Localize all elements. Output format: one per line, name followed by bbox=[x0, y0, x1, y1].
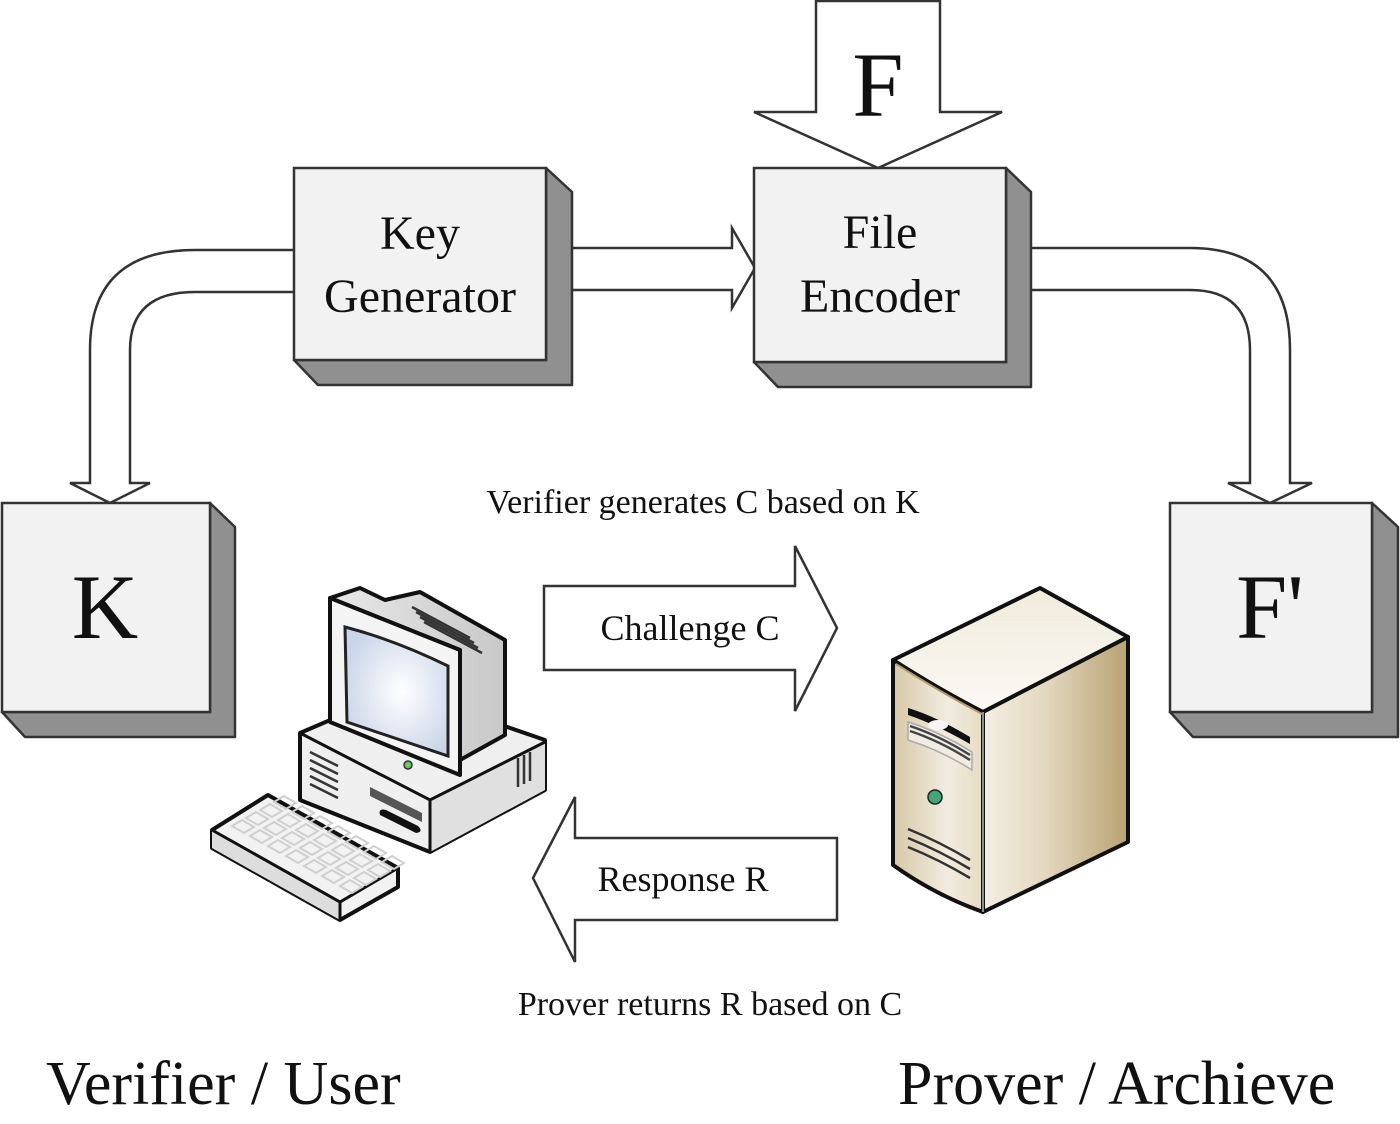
challenge-arrow: Challenge C bbox=[542, 545, 839, 712]
keyboard-key bbox=[272, 794, 298, 811]
encoded-file-box: F' bbox=[1168, 501, 1400, 739]
server-tower-icon bbox=[891, 586, 1130, 914]
challenge-label: Challenge C bbox=[601, 608, 780, 648]
keyboard-key bbox=[258, 802, 284, 819]
keyboard-key bbox=[244, 810, 270, 827]
keyboard-key bbox=[326, 824, 352, 841]
file-input-label: F bbox=[852, 34, 903, 136]
key-box: K bbox=[0, 501, 237, 739]
keyboard-key bbox=[302, 858, 328, 875]
keyboard-key bbox=[348, 852, 374, 869]
keyboard-key bbox=[316, 850, 342, 867]
key-label: K bbox=[72, 556, 138, 658]
keyboard-key bbox=[380, 854, 406, 871]
file-encoder-to-encoded-file-arrow bbox=[1018, 246, 1313, 505]
keyboard-key bbox=[294, 822, 320, 839]
keyboard-key bbox=[320, 868, 346, 885]
file-encoder-label-line2: Encoder bbox=[800, 270, 960, 323]
keyboard-key bbox=[266, 838, 292, 855]
verifier-party-label: Verifier / User bbox=[46, 1050, 401, 1118]
response-caption: Prover returns R based on C bbox=[518, 986, 902, 1023]
keyboard-keys bbox=[230, 794, 406, 895]
keyboard-key bbox=[330, 842, 356, 859]
keyboard-key bbox=[290, 804, 316, 821]
response-label: Response R bbox=[598, 859, 769, 899]
keyboard-key bbox=[366, 862, 392, 879]
file-encoder-box: File Encoder bbox=[752, 166, 1033, 389]
challenge-caption: Verifier generates C based on K bbox=[486, 484, 920, 521]
keyboard-key bbox=[276, 812, 302, 829]
key-generator-to-file-encoder-arrow bbox=[558, 223, 757, 313]
keyboard-key bbox=[284, 848, 310, 865]
keyboard-key bbox=[248, 828, 274, 845]
keyboard-key bbox=[312, 832, 338, 849]
keyboard-key bbox=[344, 834, 370, 851]
keyboard-key bbox=[362, 844, 388, 861]
key-generator-box: Key Generator bbox=[292, 166, 574, 387]
prover-party-label: Prover / Archieve bbox=[898, 1050, 1335, 1118]
keyboard-key bbox=[280, 830, 306, 847]
key-generator-label-line1: Key bbox=[380, 207, 460, 260]
keyboard-key bbox=[262, 820, 288, 837]
response-arrow: Response R bbox=[531, 796, 839, 963]
keyboard-key bbox=[352, 870, 378, 887]
file-encoder-label-line1: File bbox=[843, 206, 918, 259]
keyboard-key bbox=[338, 878, 364, 895]
keyboard-key bbox=[298, 840, 324, 857]
keyboard-key bbox=[308, 814, 334, 831]
encoded-file-label: F' bbox=[1236, 556, 1304, 658]
key-generator-to-key-arrow bbox=[69, 248, 297, 505]
desktop-computer-icon bbox=[210, 586, 547, 922]
key-generator-label-line2: Generator bbox=[324, 270, 516, 323]
keyboard-key bbox=[334, 860, 360, 877]
file-input-arrow: F bbox=[753, 0, 1003, 170]
keyboard-key bbox=[230, 818, 256, 835]
